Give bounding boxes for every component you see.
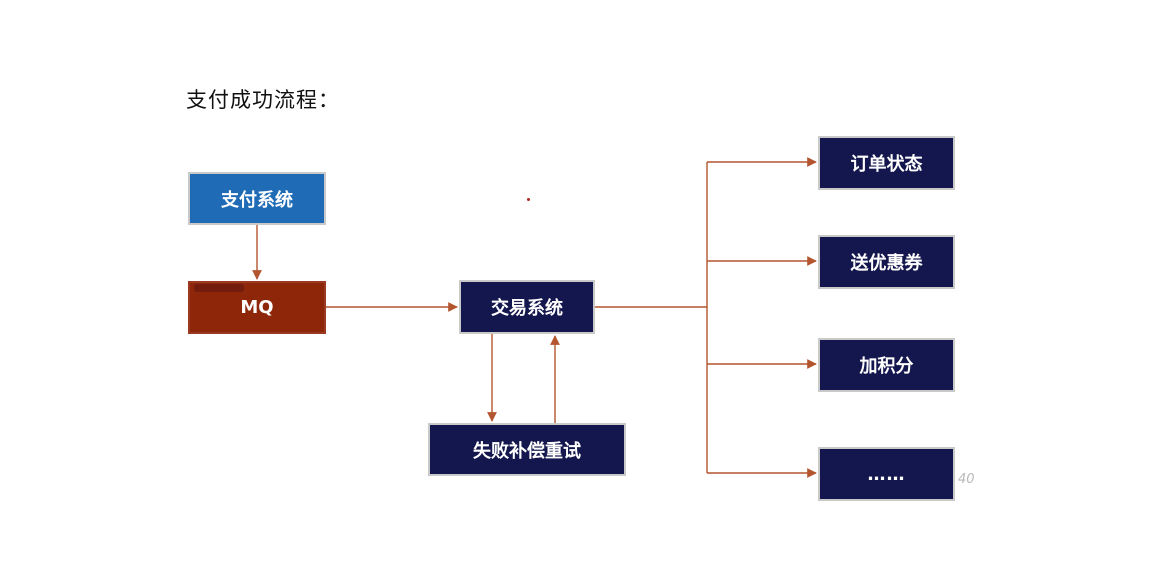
send-coupon-node: 送优惠券 <box>818 235 955 289</box>
more-node: …… <box>818 447 955 501</box>
retry-compensation-label: 失败补偿重试 <box>473 440 581 462</box>
mq-smudge-mark <box>194 284 244 292</box>
pay-system-label: 支付系统 <box>221 189 293 211</box>
retry-compensation-node: 失败补偿重试 <box>428 423 626 476</box>
trade-system-label: 交易系统 <box>491 298 563 319</box>
mq-label: MQ <box>240 297 274 318</box>
trade-system-node: 交易系统 <box>459 280 595 334</box>
diagram-title: 支付成功流程： <box>186 88 340 112</box>
send-coupon-label: 送优惠券 <box>850 253 923 274</box>
order-status-node: 订单状态 <box>818 136 955 190</box>
page-mark: 40 <box>958 472 975 487</box>
add-points-node: 加积分 <box>818 338 955 392</box>
pay-system-node: 支付系统 <box>188 172 326 225</box>
order-status-label: 订单状态 <box>850 154 923 175</box>
add-points-label: 加积分 <box>859 356 914 377</box>
more-label: …… <box>867 463 906 485</box>
stray-dot <box>527 198 530 201</box>
